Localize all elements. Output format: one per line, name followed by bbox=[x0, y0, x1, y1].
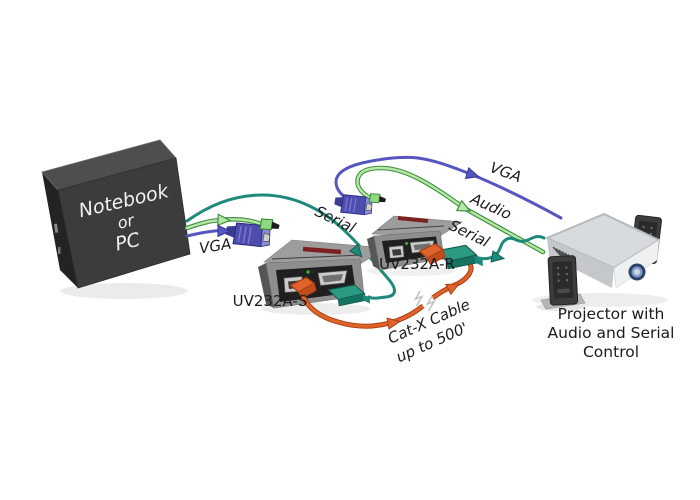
audio-cable-display bbox=[356, 166, 545, 254]
receiver-left-face bbox=[367, 236, 380, 270]
pc-side-port bbox=[58, 247, 61, 254]
sender-led-dark bbox=[310, 269, 315, 274]
speaker-left bbox=[547, 255, 579, 306]
pc-left-face bbox=[42, 172, 78, 288]
pc-label-line2: or bbox=[116, 210, 138, 233]
projector-label-line3: Control bbox=[583, 343, 639, 361]
projector-front-left-face bbox=[547, 238, 614, 288]
sender-led-green bbox=[306, 270, 310, 274]
projector bbox=[540, 213, 663, 310]
sender-top-groove bbox=[271, 254, 363, 260]
notebook-pc-box: Notebook or PC bbox=[41, 139, 191, 289]
pc-side-port bbox=[54, 223, 59, 233]
projector-label-line1: Projector with bbox=[558, 305, 665, 323]
pc-front-face bbox=[57, 157, 191, 289]
vga-cable-display bbox=[334, 155, 563, 220]
sender-logo-mark bbox=[302, 246, 342, 255]
sender-left-face bbox=[258, 263, 274, 308]
receiver-name-label: UV232A-R bbox=[379, 255, 455, 273]
receiver-led-green bbox=[405, 242, 408, 245]
sender-serial-port-inner bbox=[322, 274, 343, 283]
vga-pc-label: VGA bbox=[198, 235, 233, 258]
projector-label-line2: Audio and Serial bbox=[548, 324, 675, 342]
lens-center bbox=[634, 269, 640, 275]
receiver-rj45-slot bbox=[392, 249, 402, 256]
sender-name-label: UV232A-S bbox=[233, 292, 308, 310]
receiver-logo-mark bbox=[397, 216, 429, 223]
serial-cable-display bbox=[470, 235, 546, 261]
receiver-top-groove bbox=[377, 225, 445, 231]
cable-break-symbol bbox=[413, 290, 436, 312]
uv232a-r-unit bbox=[367, 215, 463, 271]
